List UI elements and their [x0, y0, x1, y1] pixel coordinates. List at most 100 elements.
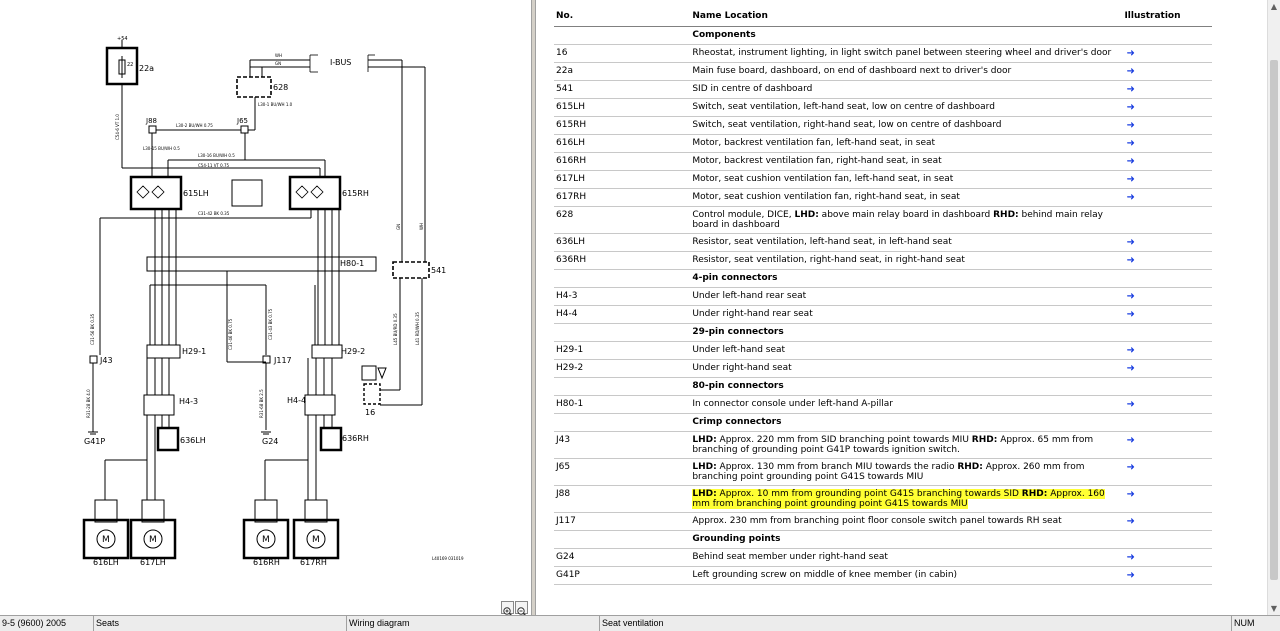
g41p-label: G41P: [84, 437, 105, 446]
connector-h4-3: [143, 394, 175, 416]
row-location: Approx. 230 mm from branching point floo…: [690, 512, 1123, 531]
row-illustration: ➜: [1122, 305, 1212, 324]
rich-text: LHD: Approx. 130 mm from branch MIU towa…: [692, 462, 1084, 482]
dice-label: 628: [273, 83, 288, 92]
group-spacer: [1122, 530, 1212, 549]
rich-text: Control module, DICE, LHD: above main re…: [692, 210, 1103, 230]
row-illustration: ➜: [1122, 116, 1212, 135]
row-location: Motor, seat cushion ventilation fan, rig…: [690, 188, 1123, 207]
zoom-in-icon: [503, 607, 512, 615]
right-arrow-icon[interactable]: ➜: [1126, 155, 1135, 167]
group-heading: 29-pin connectors: [690, 323, 1123, 342]
group-spacer: [554, 377, 691, 396]
wire-label: C31-46 BK 0.75: [228, 318, 233, 350]
wire-label: C31-43 BK 0.75: [268, 308, 273, 340]
zoom-out-button[interactable]: [515, 601, 528, 615]
row-illustration: ➜: [1122, 134, 1212, 153]
group-spacer: [1122, 323, 1212, 342]
wire-label: WH: [419, 223, 424, 230]
location-text: behind main relay board in dashboard: [692, 209, 1103, 230]
right-arrow-icon[interactable]: ➜: [1126, 236, 1135, 248]
right-arrow-icon[interactable]: ➜: [1126, 101, 1135, 113]
wiring-diagram: +54 22 22a C54-6 VT 1.0 628 WH GN L30-1 …: [82, 36, 464, 567]
group-heading: Crimp connectors: [690, 413, 1123, 432]
row-number: 636LH: [554, 233, 691, 252]
motor-617lh: [129, 499, 177, 560]
right-arrow-icon[interactable]: ➜: [1126, 254, 1135, 266]
pane-splitter[interactable]: [531, 0, 536, 615]
right-arrow-icon[interactable]: ➜: [1126, 308, 1135, 320]
drive-side-label: RHD:: [1021, 488, 1048, 499]
motor-symbol: M: [102, 535, 110, 545]
zoom-in-button[interactable]: [501, 601, 514, 615]
right-arrow-icon[interactable]: ➜: [1126, 461, 1135, 473]
row-number: H80-1: [554, 395, 691, 414]
resistor-636lh: [156, 426, 180, 452]
right-arrow-icon[interactable]: ➜: [1126, 515, 1135, 527]
row-number: 636RH: [554, 251, 691, 270]
header-no: No.: [554, 8, 691, 27]
right-arrow-icon[interactable]: ➜: [1126, 488, 1135, 500]
row-location: Behind seat member under right-hand seat: [690, 548, 1123, 567]
right-arrow-icon[interactable]: ➜: [1126, 344, 1135, 356]
right-arrow-icon[interactable]: ➜: [1126, 83, 1135, 95]
group-spacer: [554, 413, 691, 432]
right-arrow-icon[interactable]: ➜: [1126, 65, 1135, 77]
status-model: 9-5 (9600) 2005: [0, 616, 94, 631]
right-arrow-icon[interactable]: ➜: [1126, 362, 1135, 374]
resistor-636rh: [319, 426, 343, 452]
drive-side-label: RHD:: [993, 209, 1019, 220]
right-arrow-icon[interactable]: ➜: [1126, 569, 1135, 581]
right-arrow-icon[interactable]: ➜: [1126, 173, 1135, 185]
row-number: H4-4: [554, 305, 691, 324]
location-text: Approx. 10 mm from grounding point G41S …: [716, 488, 1022, 499]
row-illustration: [1122, 206, 1212, 234]
right-arrow-icon[interactable]: ➜: [1126, 191, 1135, 203]
row-number: J43: [554, 431, 691, 459]
connector-h29-2: [311, 344, 343, 359]
motor-617lh-label: 617LH: [140, 558, 166, 567]
row-illustration: ➜: [1122, 485, 1212, 513]
scroll-up-icon[interactable]: ▲: [1270, 2, 1278, 11]
drive-side-label: LHD:: [794, 209, 819, 220]
row-illustration: ➜: [1122, 152, 1212, 171]
vertical-scrollbar[interactable]: ▲ ▼: [1267, 0, 1280, 615]
right-arrow-icon[interactable]: ➜: [1126, 137, 1135, 149]
h29-1-label: H29-1: [182, 347, 206, 356]
zoom-out-icon: [517, 607, 526, 615]
right-arrow-icon[interactable]: ➜: [1126, 47, 1135, 59]
wiring-diagram-pane[interactable]: +54 22 22a C54-6 VT 1.0 628 WH GN L30-1 …: [0, 0, 531, 615]
header-name-location: Name Location: [690, 8, 1123, 27]
scroll-thumb[interactable]: [1270, 60, 1278, 580]
location-text: Approx. 65 mm from branching of groundin…: [692, 434, 1094, 455]
group-heading: 4-pin connectors: [690, 269, 1123, 288]
row-number: 628: [554, 206, 691, 234]
switch-left-label: 615LH: [183, 189, 209, 198]
group-spacer: [1122, 377, 1212, 396]
right-arrow-icon[interactable]: ➜: [1126, 434, 1135, 446]
j117-label: J117: [273, 356, 292, 365]
drive-side-label: LHD:: [692, 461, 717, 472]
drive-side-label: LHD:: [692, 434, 717, 445]
wire-label: C31-42 BK 0.35: [198, 211, 230, 216]
right-arrow-icon[interactable]: ➜: [1126, 398, 1135, 410]
row-location: SID in centre of dashboard: [690, 80, 1123, 99]
h4-3-label: H4-3: [179, 397, 198, 406]
motor-symbol: M: [312, 535, 320, 545]
scroll-down-icon[interactable]: ▼: [1270, 604, 1278, 613]
right-arrow-icon[interactable]: ➜: [1126, 290, 1135, 302]
sid-541: [392, 261, 430, 279]
wire-label: R31-28 BK 4.0: [86, 389, 91, 418]
right-arrow-icon[interactable]: ➜: [1126, 119, 1135, 131]
right-arrow-icon[interactable]: ➜: [1126, 551, 1135, 563]
row-location: Under left-hand rear seat: [690, 287, 1123, 306]
